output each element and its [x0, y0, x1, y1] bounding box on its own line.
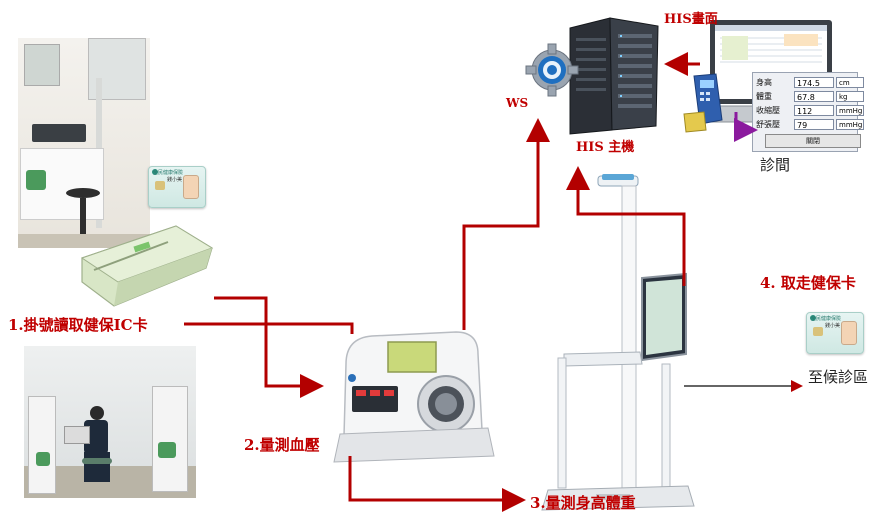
health-ic-card-icon: 全民健康保險 錢小美: [148, 166, 206, 208]
label-clinic: 診間: [760, 156, 791, 174]
card-reader-icon: [80, 225, 214, 307]
label-step1: 1.掛號讀取健保IC卡: [8, 316, 148, 334]
his-vitals-panel: 身高 174.5 cm 體重 67.8 kg 收縮壓 112 mmHg 舒張壓 …: [752, 72, 864, 152]
health-ic-card-icon: 全民健康保險 錢小美: [806, 312, 864, 354]
card-reader-icon: [683, 73, 723, 133]
his-row-height: 身高 174.5 cm: [753, 76, 864, 89]
label-step2: 2.量測血壓: [244, 436, 320, 454]
his-row-weight: 體重 67.8 kg: [753, 90, 864, 103]
arrow-label-line: [184, 322, 354, 334]
label-step3: 3.量測身高體重: [530, 494, 636, 512]
arrow-bp-to-server: [462, 118, 550, 330]
label-his-screen: HIS畫面: [664, 12, 718, 27]
blood-pressure-monitor-icon: [333, 331, 495, 463]
photo-measurement-station: [24, 346, 196, 498]
close-button[interactable]: 關閉: [765, 134, 861, 148]
label-step4: 4. 取走健保卡: [760, 274, 856, 292]
arrow-reader-to-panel: [734, 112, 758, 142]
arrow-step1-to-bp: [214, 296, 324, 398]
label-ws: WS: [506, 96, 529, 110]
label-his-host: HIS 主機: [576, 140, 635, 155]
server-rack-icon: [569, 17, 659, 135]
label-waiting-area: 至候診區: [808, 368, 869, 386]
photo-registration-kiosk: [18, 38, 150, 248]
arrow-bp-to-scale: [348, 456, 526, 512]
his-row-systolic: 收縮壓 112 mmHg: [756, 105, 864, 116]
gear-icon: [525, 43, 579, 97]
his-row-diastolic: 舒張壓 79 mmHg: [756, 119, 864, 130]
arrow-scale-to-server: [566, 166, 686, 286]
height-weight-scale-icon: [541, 174, 695, 511]
